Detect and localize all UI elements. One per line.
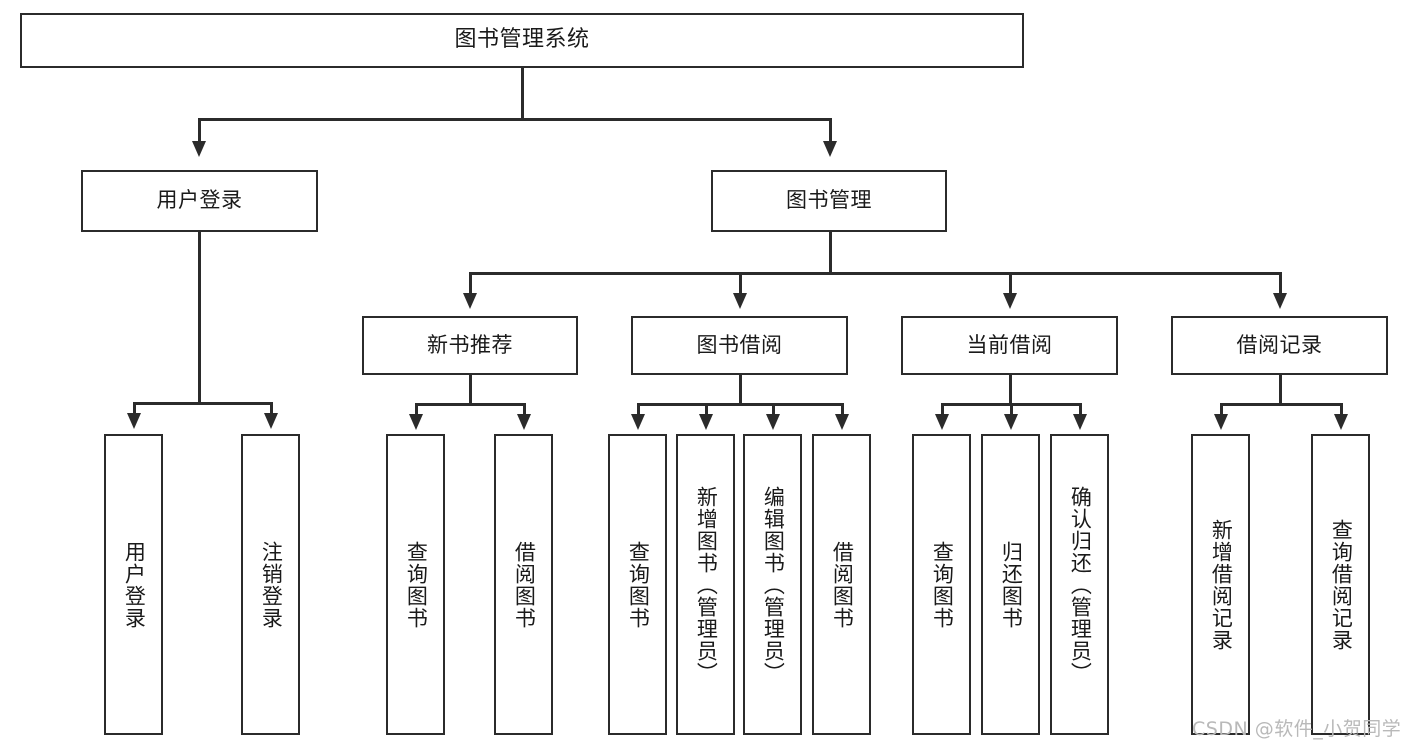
connector-to-borrow-record: [1279, 272, 1282, 296]
connector-bb-drop-3: [772, 403, 775, 417]
connector-nbr-drop-2: [523, 403, 526, 417]
leaf-query-book-3[interactable]: 查询图书: [912, 434, 971, 735]
leaf-add-borrow-record[interactable]: 新增借阅记录: [1191, 434, 1250, 735]
connector-br-drop-2: [1340, 403, 1343, 417]
connector-current-borrow-stem: [1009, 375, 1012, 405]
leaf-add-book[interactable]: 新增图书（管理员）: [676, 434, 735, 735]
arrowhead-cb-leaf-1: [935, 414, 949, 430]
arrowhead-bb-leaf-1: [631, 414, 645, 430]
arrowhead-user-login-leaf-2: [264, 413, 278, 429]
connector-bb-drop-2: [705, 403, 708, 417]
leaf-user-login[interactable]: 用户登录: [104, 434, 163, 735]
arrowhead-to-book-borrow: [733, 293, 747, 309]
connector-book-borrow-bus: [637, 403, 843, 406]
connector-to-new-book-recommend: [469, 272, 472, 296]
connector-br-drop-1: [1220, 403, 1223, 417]
node-label: 新增图书（管理员）: [694, 485, 719, 684]
node-label: 查询图书: [404, 540, 429, 629]
leaf-borrow-book-1[interactable]: 借阅图书: [494, 434, 553, 735]
node-label: 归还图书: [999, 540, 1024, 629]
leaf-user-logout[interactable]: 注销登录: [241, 434, 300, 735]
connector-to-current-borrow: [1009, 272, 1012, 296]
arrowhead-nbr-leaf-1: [409, 414, 423, 430]
node-label: 查询图书: [626, 540, 651, 629]
connector-book-management-stem: [829, 232, 832, 274]
node-label: 新书推荐: [427, 332, 513, 357]
connector-new-book-recommend-stem: [469, 375, 472, 405]
arrowhead-cb-leaf-2: [1004, 414, 1018, 430]
arrowhead-bb-leaf-3: [766, 414, 780, 430]
leaf-confirm-return[interactable]: 确认归还（管理员）: [1050, 434, 1109, 735]
arrowhead-nbr-leaf-2: [517, 414, 531, 430]
connector-user-login-stem: [198, 232, 201, 404]
node-book-borrow[interactable]: 图书借阅: [631, 316, 848, 375]
connector-level3-bus: [469, 272, 1281, 275]
arrowhead-root-to-user-login: [192, 141, 206, 157]
arrowhead-bb-leaf-2: [699, 414, 713, 430]
arrowhead-user-login-leaf-1: [127, 413, 141, 429]
connector-new-book-recommend-bus: [415, 403, 525, 406]
leaf-return-book[interactable]: 归还图书: [981, 434, 1040, 735]
node-label: 确认归还（管理员）: [1068, 485, 1093, 684]
connector-borrow-record-bus: [1220, 403, 1342, 406]
node-label: 借阅图书: [512, 540, 537, 629]
node-new-book-recommend[interactable]: 新书推荐: [362, 316, 578, 375]
connector-user-login-drop-2: [270, 402, 273, 416]
leaf-query-borrow-record[interactable]: 查询借阅记录: [1311, 434, 1370, 735]
connector-nbr-drop-1: [415, 403, 418, 417]
node-book-management[interactable]: 图书管理: [711, 170, 947, 232]
connector-root-to-book-management: [829, 118, 832, 144]
connector-bb-drop-4: [841, 403, 844, 417]
arrowhead-br-leaf-2: [1334, 414, 1348, 430]
node-root-system[interactable]: 图书管理系统: [20, 13, 1024, 68]
node-label: 图书管理: [786, 188, 872, 213]
arrowhead-to-borrow-record: [1273, 293, 1287, 309]
node-label: 图书借阅: [696, 332, 783, 357]
leaf-query-book-2[interactable]: 查询图书: [608, 434, 667, 735]
connector-root-to-user-login: [198, 118, 201, 144]
arrowhead-root-to-book-management: [823, 141, 837, 157]
leaf-borrow-book-2[interactable]: 借阅图书: [812, 434, 871, 735]
node-label: 当前借阅: [966, 332, 1053, 357]
node-label: 借阅图书: [830, 540, 855, 629]
arrowhead-bb-leaf-4: [835, 414, 849, 430]
connector-bb-drop-1: [637, 403, 640, 417]
node-label: 查询借阅记录: [1329, 518, 1354, 651]
node-current-borrow[interactable]: 当前借阅: [901, 316, 1118, 375]
node-label: 借阅记录: [1236, 332, 1323, 357]
node-label: 用户登录: [156, 188, 243, 213]
node-label: 查询图书: [930, 540, 955, 629]
node-label: 用户登录: [122, 540, 147, 629]
connector-cb-drop-1: [941, 403, 944, 417]
node-borrow-record[interactable]: 借阅记录: [1171, 316, 1388, 375]
connector-cb-drop-2: [1010, 403, 1013, 417]
connector-user-login-drop-1: [133, 402, 136, 416]
connector-cb-drop-3: [1079, 403, 1082, 417]
connector-root-bus: [198, 118, 831, 121]
arrowhead-to-new-book-recommend: [463, 293, 477, 309]
node-label: 图书管理系统: [454, 27, 590, 53]
leaf-edit-book[interactable]: 编辑图书（管理员）: [743, 434, 802, 735]
connector-borrow-record-stem: [1279, 375, 1282, 405]
watermark-text: CSDN @软件_小贺同学: [1192, 718, 1402, 740]
connector-book-borrow-stem: [739, 375, 742, 405]
node-label: 编辑图书（管理员）: [761, 485, 786, 684]
arrowhead-br-leaf-1: [1214, 414, 1228, 430]
connector-root-stem: [521, 68, 524, 119]
arrowhead-to-current-borrow: [1003, 293, 1017, 309]
node-user-login[interactable]: 用户登录: [81, 170, 318, 232]
leaf-query-book-1[interactable]: 查询图书: [386, 434, 445, 735]
connector-to-book-borrow: [739, 272, 742, 296]
arrowhead-cb-leaf-3: [1073, 414, 1087, 430]
node-label: 注销登录: [259, 540, 284, 629]
node-label: 新增借阅记录: [1209, 518, 1234, 651]
connector-user-login-bus: [133, 402, 270, 405]
